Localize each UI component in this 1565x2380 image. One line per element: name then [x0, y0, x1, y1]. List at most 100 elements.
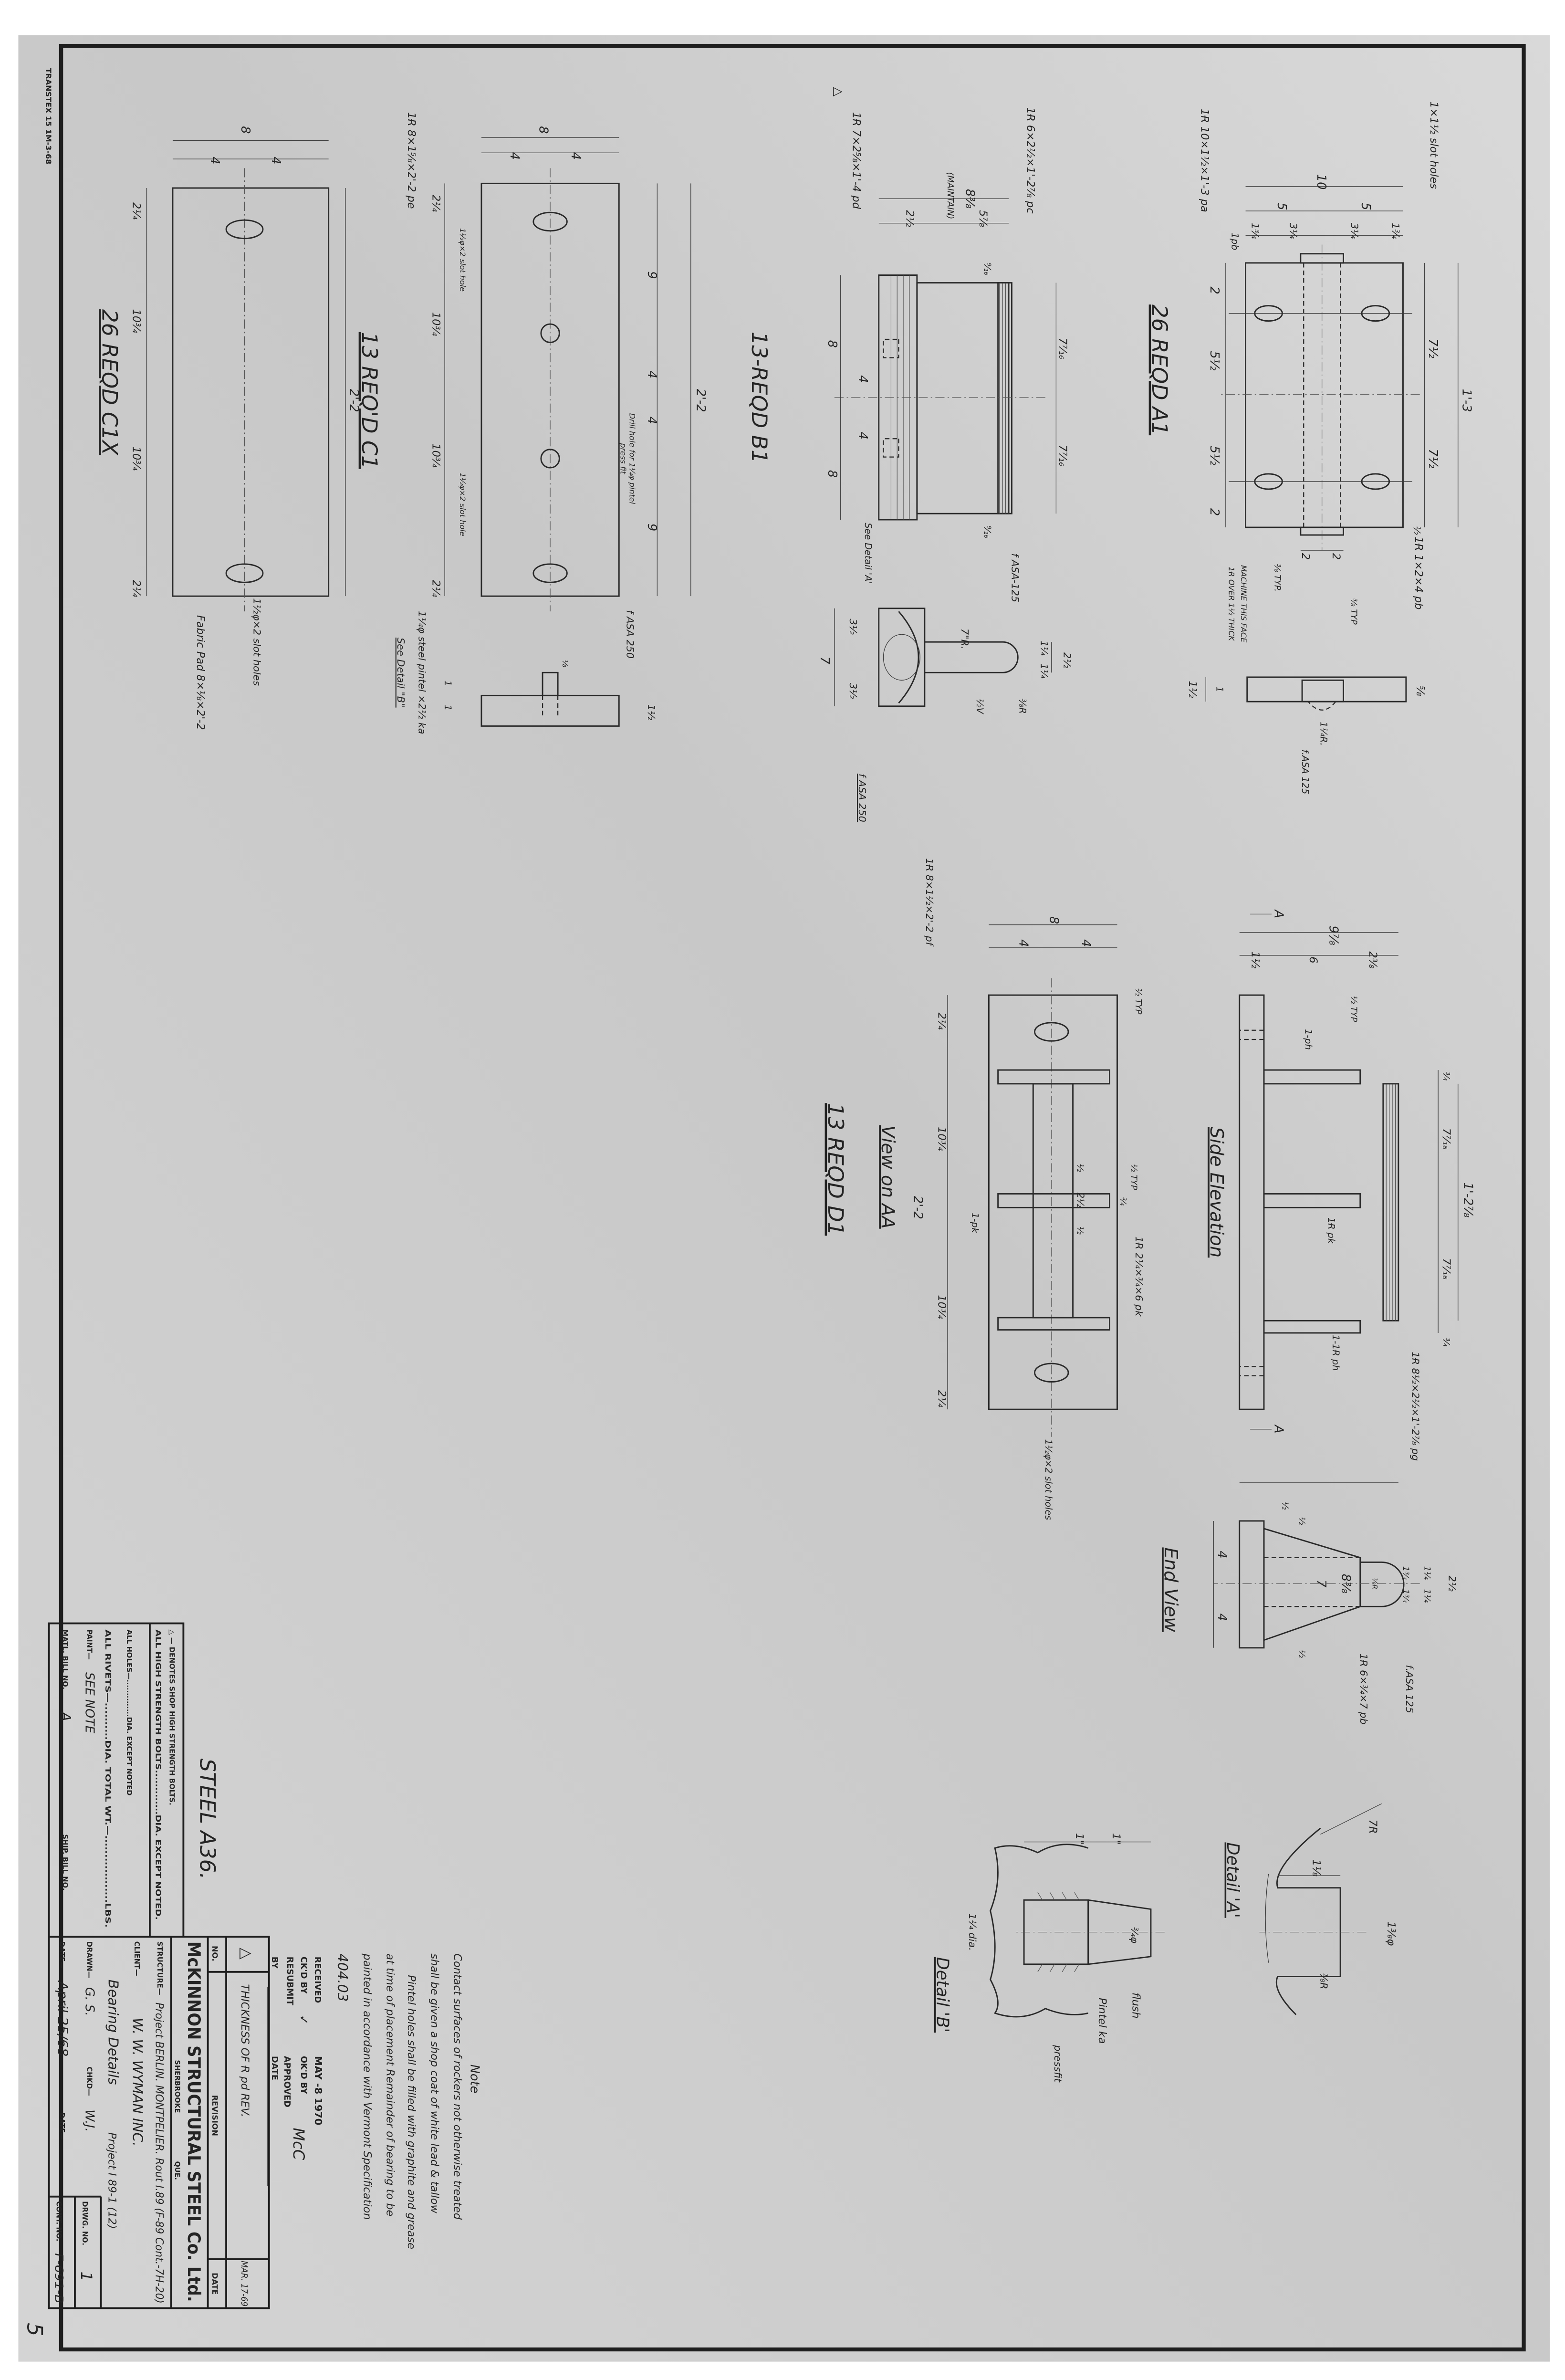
dimension: 2½: [1075, 1193, 1086, 1207]
dimension: 2: [1207, 508, 1221, 516]
dimension: 2: [1299, 553, 1312, 560]
d1-end-radius-label: ⅜R: [1370, 1578, 1378, 1589]
dimension: 2'-2: [347, 389, 361, 412]
slot-hole: [1034, 1363, 1069, 1383]
note-line: Pintel holes shall be filled with graphi…: [405, 1975, 417, 2249]
dimension: 1¼: [1038, 664, 1049, 679]
slot-hole: [1034, 1022, 1069, 1042]
dimension: 1¾: [1390, 223, 1401, 239]
dimension: ¾φ: [1128, 1927, 1140, 1943]
b1-end-base: [878, 608, 926, 707]
structure-value: Project BERLIN. MONTPELIER. Rout I.89 (F…: [153, 2003, 166, 2304]
dimension: 7⁷⁄₁₆: [1440, 1128, 1452, 1150]
dimension: 1: [442, 681, 453, 686]
b1-title: 13-REQD B1: [747, 332, 772, 463]
dimension: 8⅜: [962, 189, 977, 209]
dimension: 1⅛: [1310, 1859, 1322, 1877]
checked-value: W.J.: [82, 2109, 96, 2132]
dimension: ½: [1297, 1517, 1306, 1525]
dimension: 8⅜: [1338, 1574, 1353, 1594]
matl-bill-label: MATL. BILL NO.: [61, 1629, 69, 1689]
dimension: 5: [1358, 202, 1373, 210]
dimension: 5½: [1207, 446, 1221, 465]
dimension: 8: [238, 126, 252, 134]
section-mark-a: A: [1271, 909, 1285, 919]
d1-ph-label: 1-ph: [1303, 1029, 1314, 1050]
c1-plate-label: 1Ɍ 8×1⅝×2'-2 pe: [405, 112, 417, 209]
project-number: Project I 89-1 (12): [105, 2132, 118, 2229]
pintel-hole: [540, 323, 560, 343]
dimension: 2¼: [429, 580, 442, 597]
c1-plan-view: [444, 137, 691, 612]
slot-hole: [532, 211, 568, 232]
dimension: 1½: [646, 704, 657, 720]
revision-header-revision: REVISION: [210, 2095, 219, 2136]
material-spec: STEEL A36.: [195, 1759, 220, 1880]
date2-label: DATE—: [58, 2112, 66, 2139]
stamp-date-label: DATE: [270, 2056, 279, 2080]
dimension: 10¾: [936, 1295, 948, 1319]
checked-label: CHKD—: [85, 2066, 94, 2096]
dimension: ⅛R: [1318, 1973, 1329, 1990]
company-city: SHERBROOKE: [173, 2060, 181, 2113]
dimension: 1: [1214, 686, 1225, 692]
d1-rib-ph: [1263, 1069, 1361, 1085]
detail-b-pintel-label: Pintel ka: [1096, 1998, 1108, 2044]
weld-symbol-label: ½ TYP: [1133, 988, 1143, 1015]
dimension: 1¾: [1400, 1589, 1410, 1603]
dimension: 10¾: [429, 443, 442, 468]
dimension: 7½: [1426, 449, 1440, 468]
dimension: 9: [645, 271, 659, 279]
dimension: 1½: [1186, 681, 1199, 698]
slot-hole: [225, 563, 264, 583]
dimension: 4: [568, 152, 583, 160]
b1-see-detail-a: See Detail 'A': [863, 523, 874, 584]
dimension: 10¾: [936, 1127, 948, 1151]
c1-see-detail-b: See Detail "B": [395, 638, 407, 708]
stamp-initials-signature: McC: [290, 2128, 308, 2160]
c1x-title: 26 REQD C1X: [97, 309, 123, 456]
dimension: 1¼: [1422, 1589, 1431, 1603]
drawing-number: 1: [77, 2272, 95, 2281]
stamp-okd-by: OK'D BY: [299, 2056, 308, 2094]
d1-rib-ph: [1263, 1320, 1361, 1334]
note-title: Note: [468, 2065, 482, 2094]
d1-slot-holes-label: 1½φ×2 slot holes: [1043, 1439, 1054, 1520]
dimension: 4: [208, 157, 222, 164]
note-line: Contact surfaces of rockers not otherwis…: [451, 1953, 463, 2220]
d1-aa-base-plate: [988, 994, 1118, 1410]
dimension: 2'-2: [910, 1196, 925, 1219]
dimension: 8: [1047, 916, 1061, 924]
d1-pk-label: 1Ɍ 2¼×¾×6 pk: [1133, 1237, 1145, 1317]
end-view-title: End View: [1160, 1547, 1181, 1632]
drawn-label: DRAWN—: [85, 1941, 94, 1979]
dimension: 5½: [1207, 351, 1221, 370]
d1-ph-label: 1-1Ɍ ph: [1330, 1335, 1341, 1371]
dimension: 7: [1314, 1580, 1328, 1588]
dimension: 10: [1314, 174, 1328, 190]
title-block: [48, 1936, 270, 2309]
side-elevation-title: Side Elevation: [1206, 1127, 1227, 1258]
drawing-description: Bearing Details: [105, 1980, 121, 2085]
dimension: 4: [507, 152, 522, 160]
detail-b-title: Detail 'B': [933, 1957, 952, 2033]
revision-number: △: [238, 1948, 256, 1960]
dimension: 1¾: [1400, 1566, 1410, 1580]
dimension: ¾: [1440, 1072, 1451, 1081]
d1-end-weld-spec: f.ASA 125: [1404, 1665, 1415, 1714]
c1x-slot-holes-label: 1½φ×2 slot holes: [251, 598, 263, 686]
dimension: 2¼: [130, 202, 143, 220]
stamp-approved: APPROVED: [282, 2056, 292, 2107]
dimension: 6: [1307, 956, 1319, 963]
d1-rib-pk: [1263, 1193, 1361, 1208]
d1-aa-web: [1032, 1083, 1074, 1319]
dimension: 1: [442, 705, 453, 711]
stamp-received: RECEIVED: [313, 1957, 322, 2003]
detail-a-title: Detail 'A': [1223, 1842, 1242, 1918]
b1-radius-label: ⅜R: [1017, 699, 1028, 714]
client-label: CLIENT—: [133, 1941, 141, 1976]
dimension: 1": [1110, 1833, 1122, 1845]
revision-description: THICKNESS OF Ɍ pd REV.: [239, 1984, 251, 2117]
drawing-number-label: DRWG. NO.: [81, 2201, 89, 2245]
